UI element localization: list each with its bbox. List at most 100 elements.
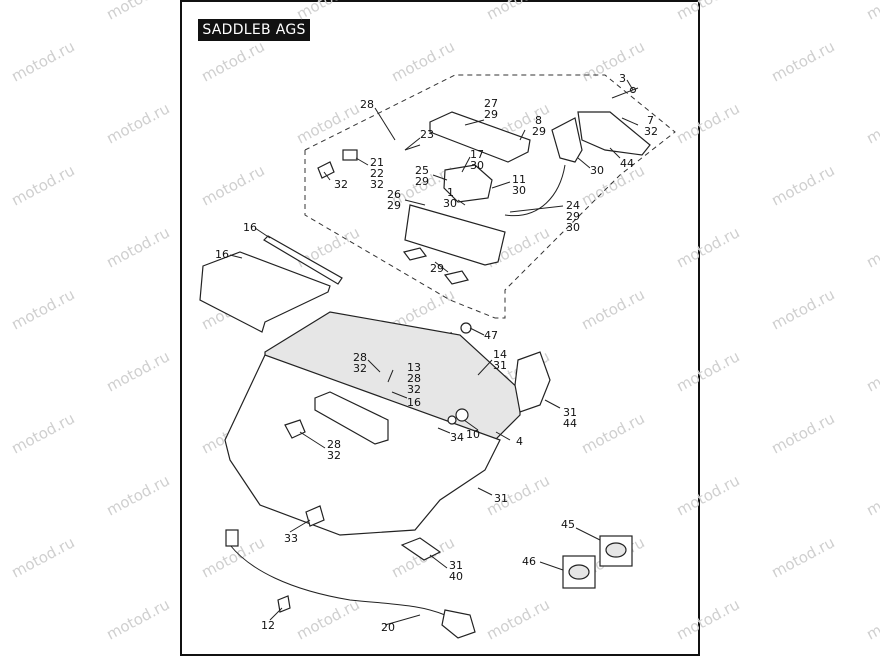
callout-23: 23 bbox=[420, 128, 434, 141]
callout-13: 13 bbox=[407, 361, 421, 374]
watermark-text: motod.ru bbox=[768, 37, 837, 85]
watermark-text: motod.ru bbox=[863, 347, 880, 395]
watermark-text: motod.ru bbox=[768, 285, 837, 333]
watermark-text: motod.ru bbox=[673, 347, 742, 395]
side-bar-upper bbox=[263, 235, 343, 285]
spring-40 bbox=[400, 537, 442, 561]
watermark-text: motod.ru bbox=[768, 161, 837, 209]
hinge-pin bbox=[611, 87, 639, 99]
callout-28: 28 bbox=[407, 372, 421, 385]
callout-45: 45 bbox=[561, 518, 575, 531]
callout-26: 26 bbox=[387, 188, 401, 201]
side-brackets bbox=[199, 235, 343, 333]
harness-connector bbox=[225, 529, 239, 547]
exploded-view-boundary bbox=[304, 74, 676, 319]
callout-21: 21 bbox=[370, 156, 384, 169]
watermark-text: motod.ru bbox=[8, 533, 77, 581]
watermark-text: motod.ru bbox=[103, 347, 172, 395]
callout-24: 24 bbox=[566, 199, 580, 212]
callout-32: 32 bbox=[407, 383, 421, 396]
callout-16: 16 bbox=[407, 396, 421, 409]
callout-32: 32 bbox=[370, 178, 384, 191]
callout-29: 29 bbox=[566, 210, 580, 223]
watermark-text: motod.ru bbox=[8, 285, 77, 333]
callout-30: 30 bbox=[470, 159, 484, 172]
watermark-text: motod.ru bbox=[673, 471, 742, 519]
spring bbox=[404, 144, 421, 151]
clip bbox=[317, 161, 335, 179]
callout-30: 30 bbox=[566, 221, 580, 234]
watermark-text: motod.ru bbox=[293, 0, 362, 24]
callout-7: 7 bbox=[647, 114, 654, 127]
watermark-text: motod.ru bbox=[293, 595, 362, 643]
callout-29: 29 bbox=[532, 125, 546, 138]
callout-31: 31 bbox=[493, 359, 507, 372]
callout-labels: 3 28 27 29 8 29 7 32 23 17 30 21 22 32 2… bbox=[215, 72, 658, 634]
callout-3: 3 bbox=[619, 72, 626, 85]
grommet-47 bbox=[460, 322, 472, 334]
watermark-text: motod.ru bbox=[103, 99, 172, 147]
callout-11: 11 bbox=[512, 173, 526, 186]
watermark-text: motod.ru bbox=[8, 37, 77, 85]
leader-lines bbox=[229, 79, 639, 626]
callout-31: 31 bbox=[449, 559, 463, 572]
callout-40: 40 bbox=[449, 570, 463, 583]
release-cable bbox=[504, 164, 566, 217]
hinge-bracket-right bbox=[514, 351, 551, 413]
watermark-layer: motod.ru motod.ru motod.ru motod.ru motod.ru… bbox=[8, 0, 880, 644]
callout-25: 25 bbox=[415, 164, 429, 177]
callout-33: 33 bbox=[284, 532, 298, 545]
callout-47: 47 bbox=[484, 329, 498, 342]
callout-29: 29 bbox=[484, 108, 498, 121]
watermark-text: motod.ru bbox=[103, 595, 172, 643]
watermark-text: motod.ru bbox=[293, 99, 362, 147]
watermark-text: motod.ru bbox=[673, 223, 742, 271]
watermark-text: motod.ru bbox=[578, 285, 647, 333]
watermark-text: motod.ru bbox=[198, 161, 267, 209]
callout-28: 28 bbox=[327, 438, 341, 451]
saddlebag-shell bbox=[224, 311, 551, 561]
lock-cylinder bbox=[342, 149, 358, 161]
callout-30: 30 bbox=[590, 164, 604, 177]
callout-32: 32 bbox=[353, 362, 367, 375]
washer-10 bbox=[455, 408, 469, 422]
clip-12 bbox=[277, 595, 291, 613]
lock-assembly bbox=[443, 164, 493, 203]
callout-32: 32 bbox=[327, 449, 341, 462]
watermark-text: motod.ru bbox=[673, 595, 742, 643]
callout-30: 30 bbox=[443, 197, 457, 210]
callout-16: 16 bbox=[243, 221, 257, 234]
callout-29: 29 bbox=[387, 199, 401, 212]
callout-8: 8 bbox=[535, 114, 542, 127]
watermark-text: motod.ru bbox=[8, 161, 77, 209]
callout-4: 4 bbox=[516, 435, 523, 448]
callout-1: 1 bbox=[447, 186, 454, 199]
latch-bracket bbox=[551, 117, 583, 163]
callout-14: 14 bbox=[493, 348, 507, 361]
side-rail-bracket bbox=[199, 251, 331, 333]
watermark-text: motod.ru bbox=[578, 161, 647, 209]
medallion-45-emblem bbox=[605, 542, 627, 558]
callout-12: 12 bbox=[261, 619, 275, 632]
wiring-harness bbox=[225, 529, 476, 639]
hinge-plate bbox=[577, 111, 651, 156]
watermark-text: motod.ru bbox=[863, 223, 880, 271]
watermark-text: motod.ru bbox=[483, 595, 552, 643]
lid-cover-plate bbox=[429, 111, 531, 163]
watermark-text: motod.ru bbox=[863, 99, 880, 147]
watermark-text: motod.ru bbox=[103, 223, 172, 271]
watermark-text: motod.ru bbox=[768, 533, 837, 581]
saddlebag-body bbox=[224, 354, 501, 536]
callout-28: 28 bbox=[360, 98, 374, 111]
watermark-text: motod.ru bbox=[8, 409, 77, 457]
watermark-text: motod.ru bbox=[103, 0, 172, 24]
diagram-title: SADDLEB AGS bbox=[198, 19, 310, 41]
callout-31: 31 bbox=[563, 406, 577, 419]
pad-b bbox=[443, 270, 469, 285]
medallion-46-emblem bbox=[568, 564, 590, 580]
watermark-text: motod.ru bbox=[103, 471, 172, 519]
latch-plate bbox=[314, 391, 389, 445]
latch-clip-left bbox=[284, 419, 306, 439]
callout-30: 30 bbox=[512, 184, 526, 197]
